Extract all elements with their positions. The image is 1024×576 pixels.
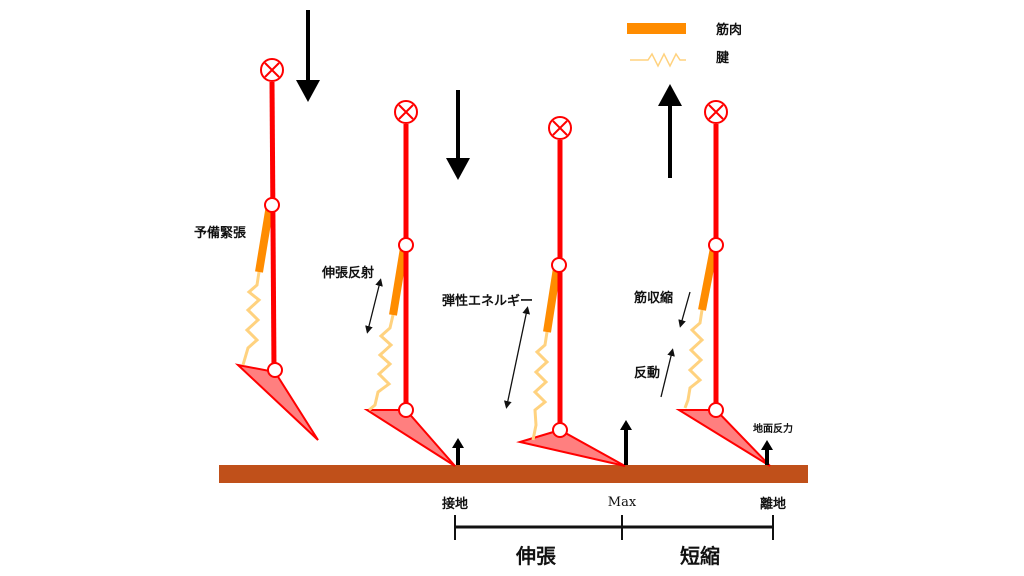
- label-recoil: 反動: [634, 365, 660, 381]
- legend-muscle-label: 筋肉: [715, 22, 742, 38]
- muscle: [698, 247, 718, 311]
- knee-joint: [708, 237, 724, 253]
- tendon: [683, 309, 705, 409]
- muscle: [255, 204, 274, 273]
- label-muscle-contraction: 筋収縮: [633, 290, 673, 306]
- arrow-icon: [678, 291, 691, 328]
- leg-figure-preactivation: [234, 58, 319, 441]
- leg: [269, 81, 277, 371]
- legend-muscle-swatch: [627, 23, 686, 34]
- force-arrow-icon: [452, 438, 464, 465]
- knee-joint: [264, 197, 280, 213]
- foot: [234, 363, 319, 441]
- tendon: [241, 271, 262, 366]
- label-stretch-reflex: 伸張反射: [321, 265, 374, 281]
- phase-stretch: 伸張: [515, 544, 557, 568]
- down-arrow-icon: [446, 90, 470, 180]
- foot: [675, 409, 771, 467]
- timeline-contact: 接地: [442, 496, 468, 512]
- ankle-joint: [552, 422, 568, 438]
- timeline-max: Max: [608, 495, 637, 510]
- ankle-joint: [708, 402, 724, 418]
- timeline-takeoff: 離地: [760, 496, 786, 512]
- hip-joint-icon: [260, 58, 284, 82]
- phase-shortening: 短縮: [680, 544, 720, 568]
- hip-joint-icon: [704, 100, 728, 124]
- force-arrow-icon: [761, 440, 773, 465]
- legend-tendon-swatch: [630, 52, 686, 68]
- ankle-joint: [398, 402, 414, 418]
- tendon: [531, 331, 550, 441]
- label-preactivation: 予備緊張: [194, 225, 247, 241]
- tendon: [368, 314, 395, 412]
- arrow-icon: [660, 348, 675, 398]
- up-arrow-icon: [658, 84, 682, 178]
- timeline-axis: [454, 515, 774, 540]
- label-elastic-energy: 弾性エネルギー: [442, 293, 533, 309]
- legend-tendon-label: 腱: [716, 50, 730, 66]
- force-arrow-icon: [620, 420, 632, 465]
- ground: [219, 465, 808, 483]
- down-arrow-icon: [296, 10, 320, 102]
- hip-joint-icon: [548, 116, 572, 140]
- leg-figure-shortening: [675, 100, 771, 467]
- foot: [363, 409, 456, 467]
- knee-joint: [398, 237, 414, 253]
- muscle: [389, 247, 408, 316]
- foot: [516, 428, 626, 467]
- muscle: [543, 267, 561, 333]
- label-ground-reaction-force: 地面反力: [753, 422, 793, 435]
- knee-joint: [551, 257, 567, 273]
- ankle-joint: [267, 362, 283, 378]
- leg-figure-max: [516, 116, 626, 467]
- leg-figure-stretch: [363, 100, 456, 467]
- double-arrow-icon: [365, 278, 383, 334]
- double-arrow-icon: [503, 306, 531, 409]
- hip-joint-icon: [394, 100, 418, 124]
